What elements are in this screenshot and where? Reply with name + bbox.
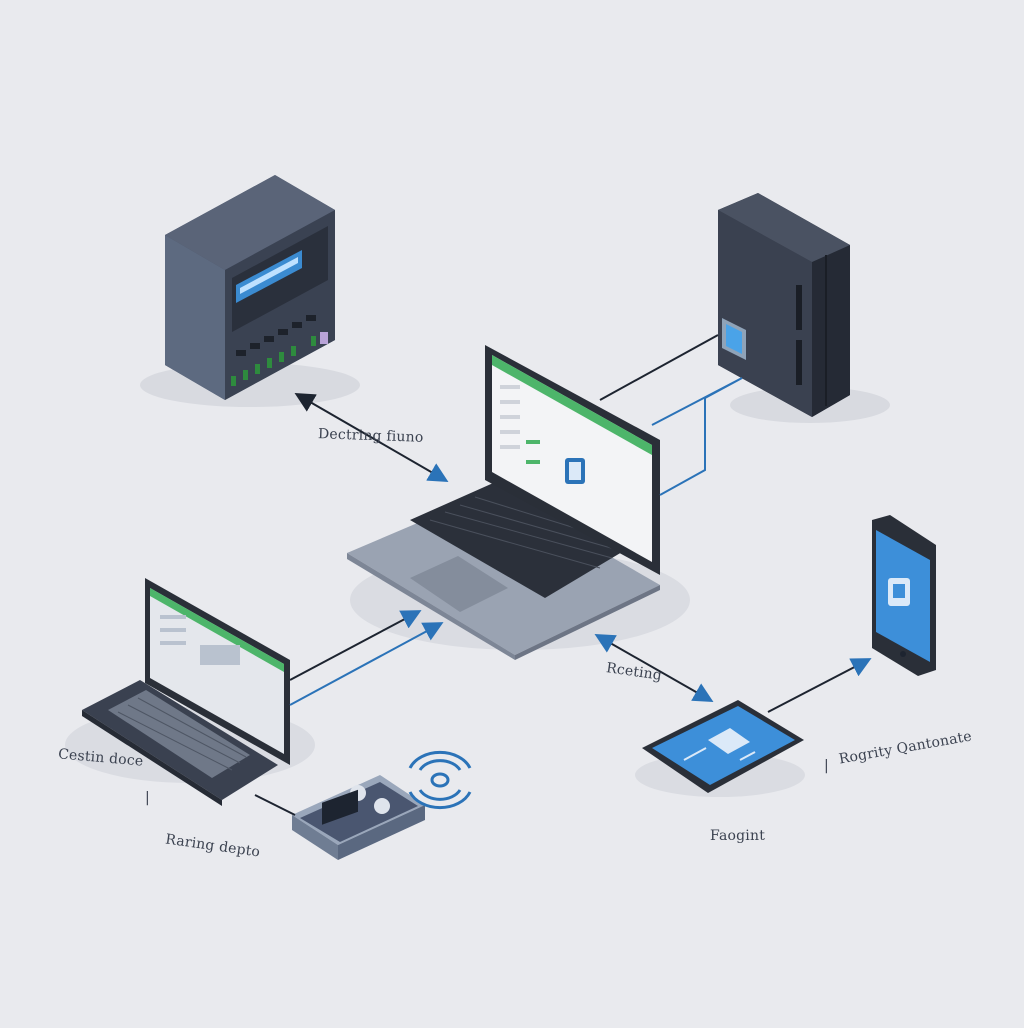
wifi-signal-icon	[408, 750, 472, 810]
laptop-icon	[347, 345, 690, 660]
connection-leftlaptop-blue	[289, 622, 444, 706]
phone-icon	[872, 515, 936, 676]
connection-laptop-tablet	[594, 634, 714, 702]
label-tablet: Faogint	[710, 828, 766, 844]
label-separator: |	[824, 758, 829, 774]
laptop-icon	[65, 578, 315, 806]
connection-leftlaptop-dark	[289, 610, 422, 681]
connection-laptop-router	[254, 794, 296, 816]
tablet-icon	[635, 700, 805, 797]
connections	[254, 334, 872, 816]
router-icon	[292, 775, 425, 860]
label-separator: |	[145, 790, 150, 806]
tower-server-icon	[718, 193, 890, 423]
connection-server-laptop	[294, 392, 449, 483]
connection-tower-laptop-blue	[651, 377, 743, 496]
connection-tablet-phone	[767, 658, 872, 713]
connection-tower-laptop-dark	[599, 334, 719, 401]
server-icon	[140, 175, 360, 407]
